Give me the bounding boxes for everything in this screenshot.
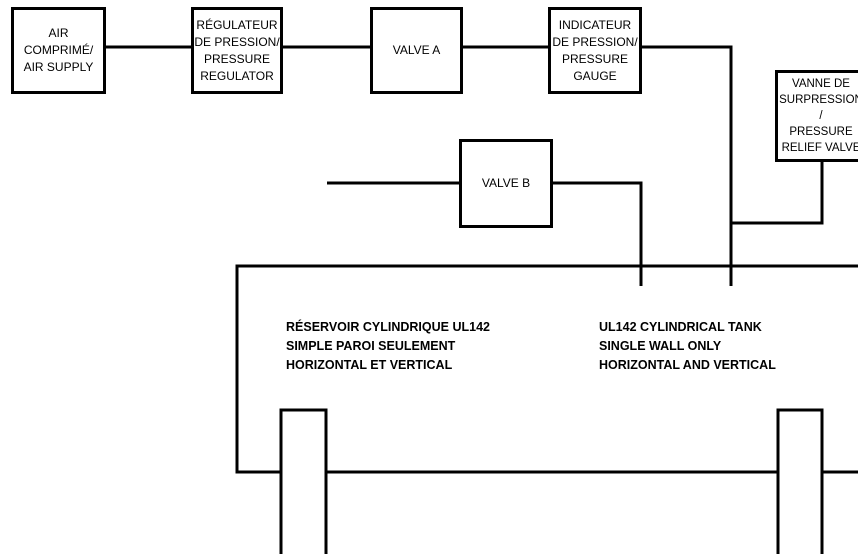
tank-outline [235,264,858,474]
pipe-gauge-to-tank [640,45,733,286]
tank-label-english: UL142 CYLINDRICAL TANK SINGLE WALL ONLY … [599,320,776,372]
valve-b-box: VALVE B [459,139,553,228]
tank-label-french: RÉSERVOIR CYLINDRIQUE UL142 SIMPLE PAROI… [286,320,490,372]
valve-a-box: VALVE A [370,7,463,94]
air-supply-box: AIR COMPRIMÉ/ AIR SUPPLY [11,7,106,94]
pressure-relief-valve-box: VANNE DE SURPRESSION / PRESSURE RELIEF V… [775,70,858,162]
pipe-relief-branch [731,160,824,225]
tank-support-right [776,408,824,554]
tank-support-left [279,408,328,554]
pressure-gauge-box: INDICATEUR DE PRESSION/ PRESSURE GAUGE [548,7,642,94]
pipe-valve-b-to-tank [551,181,643,286]
pressure-regulator-box: RÉGULATEUR DE PRESSION/ PRESSURE REGULAT… [191,7,283,94]
